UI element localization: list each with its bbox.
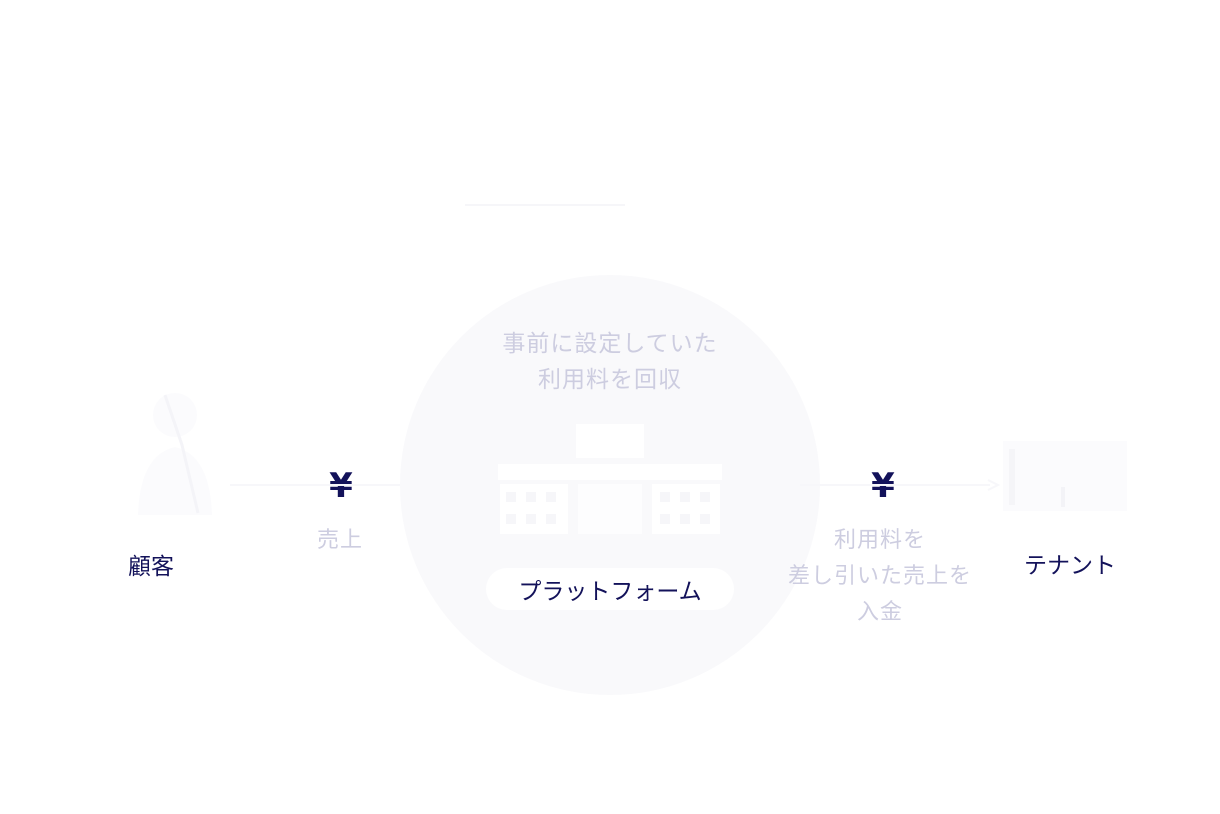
building-icon xyxy=(498,424,722,534)
payout-label-line-2: 差し引いた売上を xyxy=(787,564,972,589)
arrow-right-icon xyxy=(800,479,1000,491)
platform-label: プラットフォーム xyxy=(486,568,734,610)
fee-caption-line-1: 事前に設定していた xyxy=(502,331,718,357)
payout-label-line-1: 利用料を xyxy=(833,528,926,553)
customer-label: 顧客 xyxy=(128,554,174,580)
fee-collection-caption: 事前に設定していた 利用料を回収 xyxy=(420,326,800,398)
top-faint-decoration xyxy=(465,204,625,206)
tenant-store-icon xyxy=(1003,441,1127,511)
arrow-right-icon xyxy=(230,479,420,491)
tenant-label: テナント xyxy=(1024,553,1116,579)
customer-icon xyxy=(138,393,212,515)
payout-label: 利用料を 差し引いた売上を 入金 xyxy=(770,523,990,631)
payout-label-line-3: 入金 xyxy=(856,600,903,625)
fee-caption-line-2: 利用料を回収 xyxy=(538,367,682,393)
sales-label: 売上 xyxy=(316,528,363,553)
